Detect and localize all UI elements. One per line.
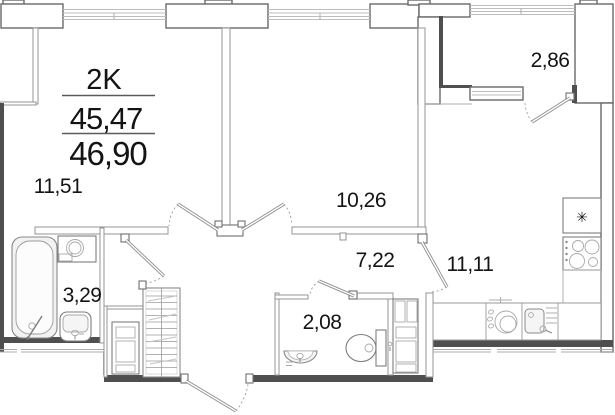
apartment-type-label: 2K [86,64,122,96]
wall-wc-top-right [354,292,394,300]
wall-bathroom-right [99,227,105,344]
hinge-block [237,220,246,228]
toilet [345,329,393,367]
washing-machine [57,235,97,263]
area-total-label: 45,47 [70,101,143,136]
title-block: 2K 45,47 46,90 [62,64,155,172]
label-kitchen: 11,11 [447,253,494,276]
wall-room2-kitchen [417,27,426,228]
sink-faucet [539,325,547,333]
exterior-walls-top [0,0,614,104]
ventilation-shaft [138,280,181,378]
wall-pier [418,3,471,18]
wall-pier [165,3,269,29]
wall-pier [369,3,420,29]
kitchen-sink [524,307,557,334]
area-final-label: 46,90 [69,135,147,172]
wall-hall-bottom-right [247,375,433,382]
door-balcony [524,92,575,124]
hinge-block [214,220,223,228]
utility-duct [392,298,419,374]
door-room1 [168,202,219,232]
wall-stub [339,232,347,241]
door-bathroom [120,233,166,284]
wall-wc-top-left [274,294,309,300]
toilet-button [387,341,393,347]
wall-wc-left [274,292,280,376]
wall-hall-bottom-left [104,375,184,382]
bathtub [11,236,58,340]
wall-left-jog [0,101,37,106]
stove [562,236,602,271]
door-entrance [180,373,254,413]
hinge-block [138,280,147,290]
wall-nook-top [103,305,144,310]
door-wc [309,279,358,300]
window-room2 [268,8,370,21]
room-area-labels: 11,51 10,26 2,86 7,22 11,11 3,29 2,08 [34,49,570,334]
wall-bathroom-bottom [0,337,104,343]
label-room2: 10,26 [336,189,386,212]
wall-left-outer [0,103,4,352]
wall-kitchen-left [425,292,434,378]
label-hallway: 7,22 [356,249,395,272]
wall-kitchen-bottom [426,340,613,347]
label-wc: 2,08 [303,311,342,334]
bathroom-sink [59,311,92,342]
fridge-snowflake-icon: ✳ [576,209,588,225]
wall-rooms-bottom-right [291,226,427,235]
label-bathroom: 3,29 [63,284,102,307]
wall-left-upper [32,27,39,105]
wall-pier [0,3,64,29]
door-room2 [241,202,293,232]
wall-between-rooms [221,27,231,228]
dishwasher [487,309,518,334]
window-balcony [470,4,575,16]
window-room1 [63,8,166,21]
wall-balcony-left [439,16,443,85]
wall-pier [574,3,614,104]
fridge: ✳ [562,197,602,234]
door-kitchen [417,233,449,293]
label-balcony: 2,86 [531,49,570,72]
hall-cabinet [111,321,140,375]
wall-nook-left [103,305,108,378]
corner-sink [283,350,318,366]
bathtub-faucet [27,315,43,339]
kitchen-counter [432,269,602,341]
wall-right-outer [600,102,614,353]
wall-wc-duct [387,298,394,376]
label-room1: 11,51 [34,175,83,198]
wall-balcony-bottom [439,85,472,88]
window-kitchen-balcony [469,86,524,101]
